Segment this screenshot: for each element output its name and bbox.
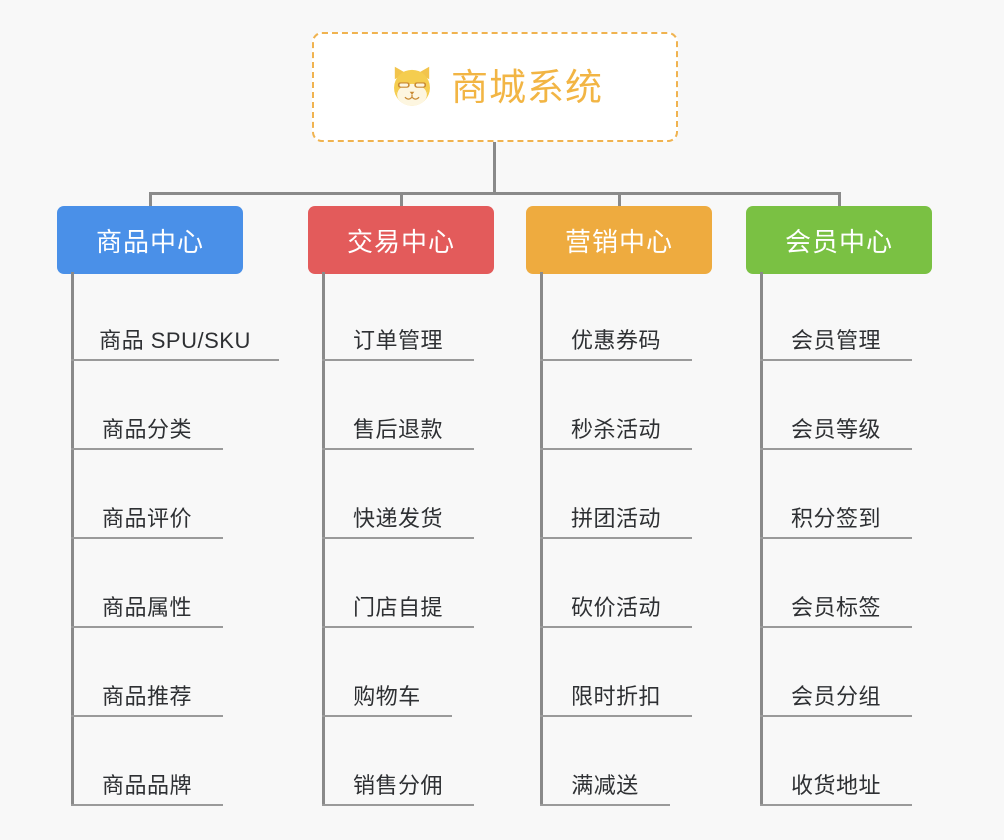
leaf-item-label: 快递发货 [352, 505, 443, 531]
leaf-item[interactable]: 快递发货 [322, 450, 474, 539]
branch-header-2[interactable]: 交易中心 [308, 206, 494, 274]
leaf-item-label: 售后退款 [352, 416, 443, 442]
leaf-item-label: 商品品牌 [101, 772, 192, 798]
leaf-item-label: 砍价活动 [570, 594, 661, 620]
branch-header-label: 会员中心 [784, 226, 893, 257]
branch-header-label: 营销中心 [564, 226, 673, 257]
leaf-item[interactable]: 会员分组 [760, 628, 912, 717]
leaf-item[interactable]: 会员管理 [760, 272, 912, 361]
leaf-item-label: 限时折扣 [570, 683, 661, 709]
leaf-item[interactable]: 商品评价 [71, 450, 223, 539]
branch-header-1[interactable]: 商品中心 [57, 206, 243, 274]
leaf-item[interactable]: 商品分类 [71, 361, 223, 450]
leaf-item[interactable]: 售后退款 [322, 361, 474, 450]
root-title: 商城系统 [451, 66, 603, 108]
leaf-item[interactable]: 积分签到 [760, 450, 912, 539]
connector-root-stem [493, 142, 496, 194]
branch-header-4[interactable]: 会员中心 [746, 206, 932, 274]
leaf-item[interactable]: 订单管理 [322, 272, 474, 361]
leaf-item-label: 会员标签 [790, 594, 881, 620]
leaf-item-label: 优惠券码 [570, 327, 661, 353]
leaf-item-label: 秒杀活动 [570, 416, 661, 442]
shiba-inu-dog-face-icon [387, 62, 437, 112]
connector-drop-branch-1 [149, 192, 152, 210]
leaf-item-label: 商品分类 [101, 416, 192, 442]
leaf-item[interactable]: 会员标签 [760, 539, 912, 628]
leaf-item[interactable]: 商品品牌 [71, 717, 223, 806]
leaf-item-label: 收货地址 [790, 772, 881, 798]
leaf-item-label: 满减送 [571, 772, 639, 798]
leaf-item-label: 商品评价 [101, 505, 192, 531]
leaf-item[interactable]: 砍价活动 [540, 539, 692, 628]
leaf-item[interactable]: 商品推荐 [71, 628, 223, 717]
leaf-item-label: 会员分组 [790, 683, 881, 709]
connector-drop-branch-4 [838, 192, 841, 210]
leaf-item[interactable]: 销售分佣 [322, 717, 474, 806]
leaf-item-label: 门店自提 [352, 594, 443, 620]
leaf-item-label: 商品 SPU/SKU [99, 327, 251, 353]
branch-rail-4 [760, 272, 763, 806]
leaf-item-label: 会员管理 [790, 327, 881, 353]
branch-header-3[interactable]: 营销中心 [526, 206, 712, 274]
leaf-item-label: 购物车 [353, 683, 421, 709]
leaf-item[interactable]: 会员等级 [760, 361, 912, 450]
branch-rail-2 [322, 272, 325, 806]
leaf-item[interactable]: 购物车 [322, 628, 452, 717]
connector-drop-branch-3 [618, 192, 621, 210]
branch-rail-3 [540, 272, 543, 806]
leaf-item-label: 销售分佣 [352, 772, 443, 798]
leaf-item-label: 订单管理 [352, 327, 443, 353]
leaf-item[interactable]: 满减送 [540, 717, 670, 806]
leaf-item-label: 商品属性 [101, 594, 192, 620]
leaf-item-label: 会员等级 [790, 416, 881, 442]
branch-header-label: 商品中心 [95, 226, 204, 257]
branch-header-label: 交易中心 [346, 226, 455, 257]
leaf-item[interactable]: 限时折扣 [540, 628, 692, 717]
leaf-item[interactable]: 优惠券码 [540, 272, 692, 361]
connector-drop-branch-2 [400, 192, 403, 210]
leaf-item[interactable]: 拼团活动 [540, 450, 692, 539]
branch-rail-1 [71, 272, 74, 806]
leaf-item-label: 拼团活动 [570, 505, 661, 531]
root-node[interactable]: 商城系统 [312, 32, 678, 142]
leaf-item[interactable]: 商品属性 [71, 539, 223, 628]
connector-horizontal-bus [149, 192, 841, 195]
leaf-item[interactable]: 秒杀活动 [540, 361, 692, 450]
leaf-item[interactable]: 收货地址 [760, 717, 912, 806]
leaf-item-label: 商品推荐 [101, 683, 192, 709]
leaf-item[interactable]: 商品 SPU/SKU [71, 272, 279, 361]
leaf-item[interactable]: 门店自提 [322, 539, 474, 628]
leaf-item-label: 积分签到 [790, 505, 881, 531]
